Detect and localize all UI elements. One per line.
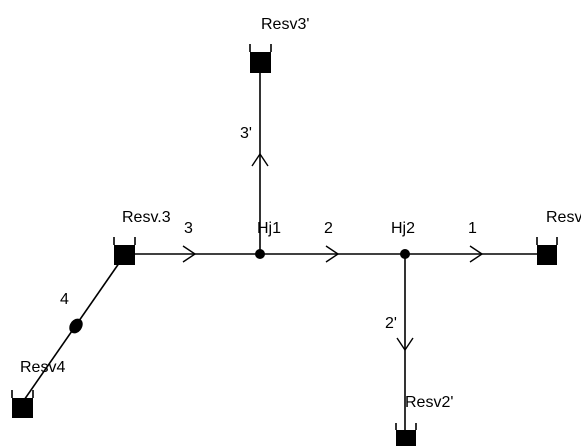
label-hj1: Hj1 bbox=[257, 220, 281, 237]
label-resv2-prime: Resv2' bbox=[405, 394, 453, 411]
label-pipe-2: 2 bbox=[324, 220, 333, 237]
label-resv3: Resv.3 bbox=[122, 209, 171, 226]
reservoir-resv[interactable] bbox=[536, 237, 558, 265]
reservoir-resv4[interactable] bbox=[11, 390, 34, 418]
label-resv4: Resv4 bbox=[20, 359, 65, 376]
pipe-1-flow-arrow bbox=[469, 245, 484, 263]
label-pipe-3-prime: 3' bbox=[240, 125, 252, 142]
label-resv: Resv bbox=[546, 209, 581, 226]
reservoir-resv3-prime[interactable] bbox=[249, 44, 272, 73]
pipe-2-flow-arrow bbox=[325, 245, 340, 263]
pipe-3-prime-flow-arrow bbox=[251, 152, 269, 167]
pipe-4-pump-marker[interactable] bbox=[66, 316, 85, 336]
pipe-2-prime-flow-arrow bbox=[396, 337, 414, 352]
label-pipe-4: 4 bbox=[60, 291, 69, 308]
reservoir-resv3[interactable] bbox=[113, 237, 136, 265]
label-hj2: Hj2 bbox=[391, 220, 415, 237]
pipe-3-flow-arrow bbox=[182, 245, 197, 263]
junction-hj1[interactable] bbox=[255, 249, 265, 259]
label-pipe-2-prime: 2' bbox=[385, 315, 397, 332]
junction-hj2[interactable] bbox=[400, 249, 410, 259]
label-pipe-3: 3 bbox=[184, 220, 193, 237]
label-resv3-prime: Resv3' bbox=[261, 16, 309, 33]
reservoir-resv2-prime[interactable] bbox=[395, 423, 417, 446]
label-pipe-1: 1 bbox=[468, 220, 477, 237]
